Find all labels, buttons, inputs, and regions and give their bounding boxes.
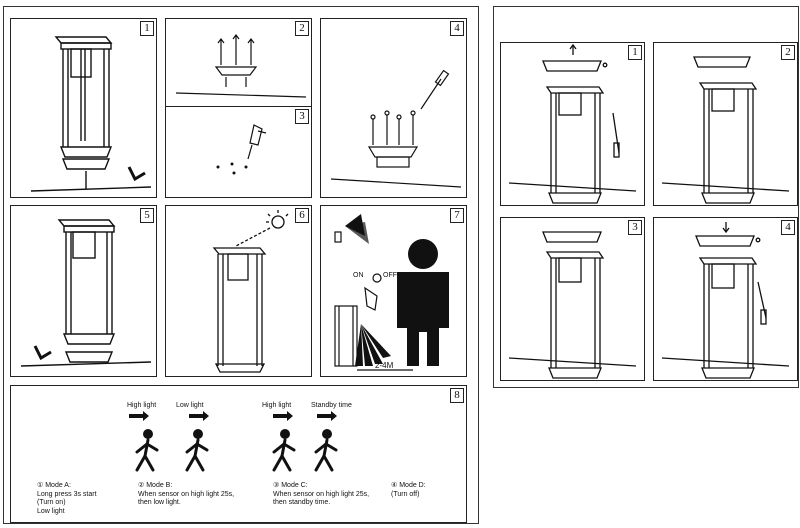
walking-person-icon bbox=[280, 429, 290, 439]
panel-number: 7 bbox=[450, 208, 464, 223]
solar-lamp-illustration bbox=[212, 210, 289, 373]
lamp-module-illustration bbox=[508, 231, 637, 379]
panel-number: 4 bbox=[781, 220, 795, 235]
walking-person-icon bbox=[193, 429, 203, 439]
sun-icon bbox=[271, 215, 285, 229]
right-instruction-sheet: 1 2 bbox=[493, 6, 799, 388]
lamp-top-removal-illustration bbox=[508, 43, 637, 204]
panel-5-lamp-mount: 5 bbox=[10, 205, 157, 377]
panel-4-bolts-tighten: 4 bbox=[320, 18, 467, 198]
mode-d-description: ④ Mode D: (Turn off) bbox=[391, 482, 426, 498]
walking-figures-illustration bbox=[129, 411, 338, 472]
mode-c-right-label: Standby time bbox=[311, 402, 352, 409]
panel-number: 3 bbox=[295, 109, 309, 124]
on-label: ON bbox=[353, 272, 364, 279]
panel-number: 2 bbox=[781, 45, 795, 60]
panel-3-drill-holes: 3 bbox=[165, 106, 312, 198]
panel-2-screws-top: 2 bbox=[165, 18, 312, 112]
walking-person-icon bbox=[143, 429, 153, 439]
panel-1-lamp-base-assembly: 1 bbox=[10, 18, 157, 198]
panel-7-sensor-range: 7 ON OFF 2-4M bbox=[320, 205, 467, 377]
panel-number: 1 bbox=[140, 21, 154, 36]
lamp-top-open-illustration bbox=[661, 56, 790, 204]
right-panel-4: 4 bbox=[653, 217, 798, 381]
screw-assembly-illustration bbox=[175, 34, 307, 98]
arrow-left-icon bbox=[129, 411, 149, 421]
panel-number: 3 bbox=[628, 220, 642, 235]
person-head-icon bbox=[408, 239, 438, 269]
right-panel-2: 2 bbox=[653, 42, 798, 206]
mode-c-description: ③ Mode C: When sensor on high light 25s,… bbox=[273, 482, 370, 506]
person-body-icon bbox=[397, 272, 449, 366]
arrow-left-icon bbox=[273, 411, 293, 421]
drill-illustration bbox=[216, 124, 267, 175]
panel-number: 5 bbox=[140, 208, 154, 223]
mode-a-description: ① Mode A: Long press 3s start (Turn on) … bbox=[37, 482, 97, 515]
mode-b-right-label: Low light bbox=[176, 402, 204, 409]
panel-6-sunlight: 6 bbox=[165, 205, 312, 377]
mode-c-left-label: High light bbox=[262, 402, 292, 409]
bolt-illustration bbox=[330, 69, 462, 188]
lamp-top-refit-illustration bbox=[661, 222, 790, 379]
sensor-range-illustration bbox=[334, 214, 449, 371]
off-label: OFF bbox=[383, 272, 397, 279]
arrow-right-icon bbox=[317, 411, 337, 421]
walking-person-icon bbox=[322, 429, 332, 439]
panel-number: 2 bbox=[295, 21, 309, 36]
panel-number: 8 bbox=[450, 388, 464, 403]
arrow-right-icon bbox=[189, 411, 209, 421]
lamp-assembly-illustration bbox=[30, 36, 152, 192]
lamp-mount-illustration bbox=[20, 219, 152, 367]
mode-b-left-label: High light bbox=[127, 402, 157, 409]
right-panel-1: 1 bbox=[500, 42, 645, 206]
right-panel-3: 3 bbox=[500, 217, 645, 381]
panel-number: 4 bbox=[450, 21, 464, 36]
sensor-distance-label: 2-4M bbox=[375, 361, 394, 370]
panel-number: 6 bbox=[295, 208, 309, 223]
panel-8-light-modes: 8 High light Low light High light Standb… bbox=[10, 385, 467, 523]
mode-b-description: ② Mode B: When sensor on high light 25s,… bbox=[138, 482, 235, 506]
panel-number: 1 bbox=[628, 45, 642, 60]
left-instruction-sheet: 1 2 bbox=[3, 6, 479, 524]
